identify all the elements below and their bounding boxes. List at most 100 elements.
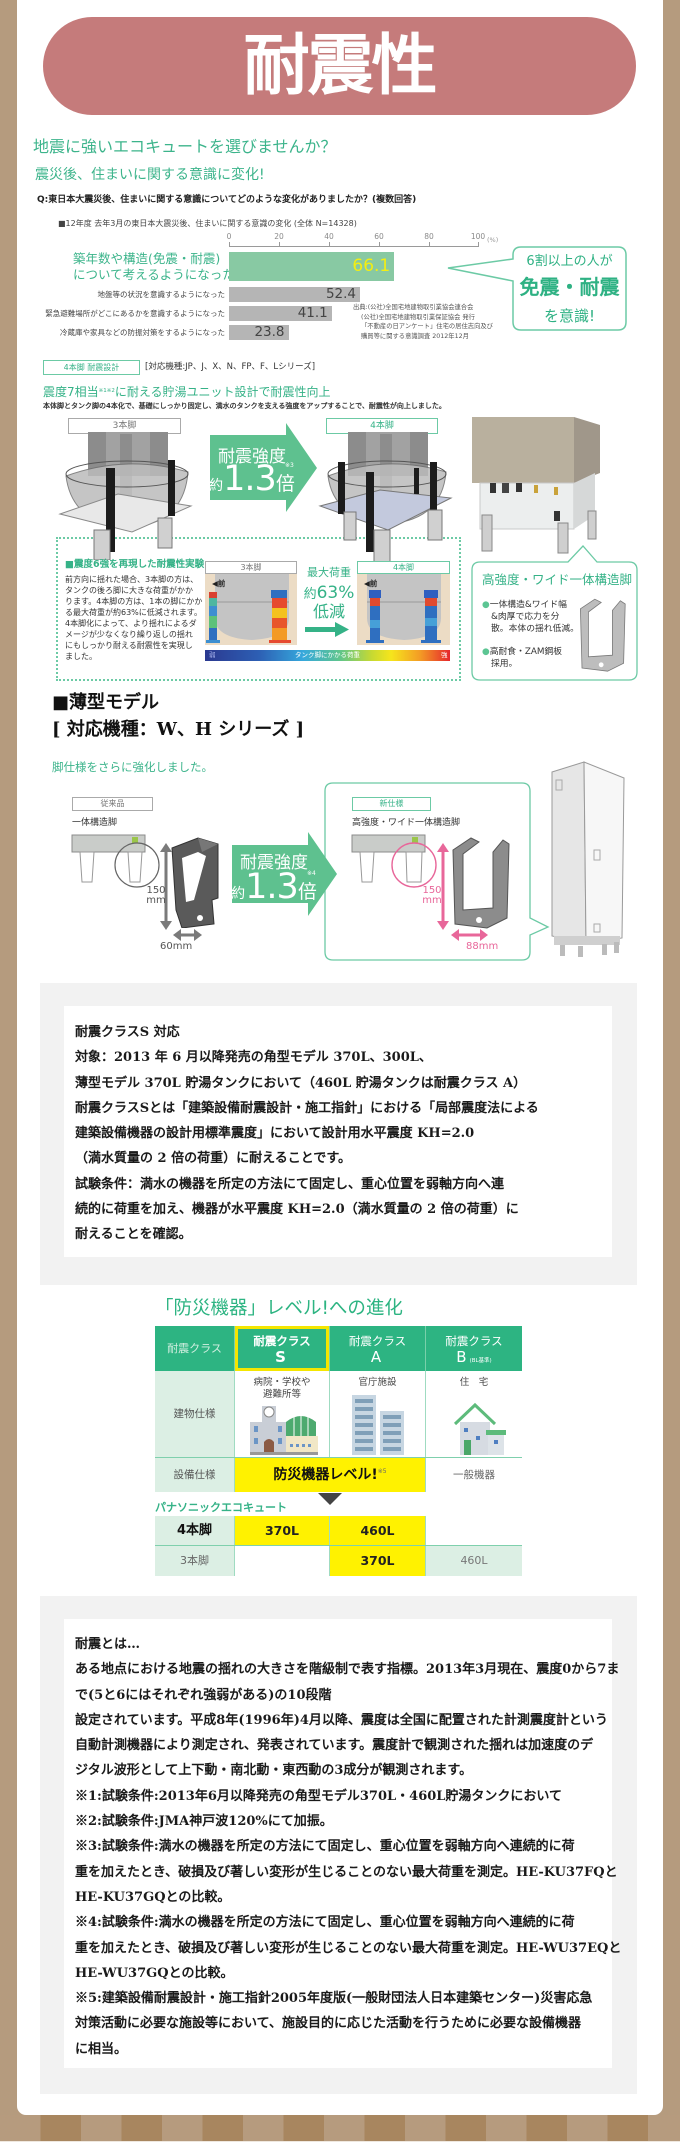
bar-track: 23.8 — [229, 325, 479, 340]
strength-label: 耐震強度 — [218, 447, 286, 467]
bullet-line: &肉厚で応力を分 — [491, 612, 560, 622]
product-cell-b — [425, 1516, 522, 1546]
brand-label: パナソニックエコキュート — [155, 1501, 287, 1514]
leg-callout-bullet: ●一体構造&ワイド幅 &肉厚で応力を分 散。本体の揺れ低減。 — [482, 599, 579, 635]
building-type-line: 病院・学校や — [253, 1377, 311, 1388]
bar-value: 23.8 — [254, 324, 285, 340]
note-line: ※3:試験条件:満水の機器を所定の方法にて固定し、重心位置を弱軸方向へ連続的に荷 — [75, 1839, 575, 1855]
row-label-four-legs: 4本脚 — [155, 1516, 234, 1546]
strength-suffix: 倍 — [275, 473, 295, 495]
header-line: 耐震クラス — [253, 1334, 311, 1348]
class-letter: S — [275, 1348, 286, 1366]
tank-three-legs-illustration — [58, 432, 193, 560]
table-header-row-label: 耐震クラス — [155, 1326, 234, 1371]
school-hospital-icon — [250, 1406, 318, 1455]
bullet-line: ●一体構造&ワイド幅 — [482, 599, 579, 611]
sim-label-three-legs: 3本脚 — [205, 561, 297, 574]
source-line: 「不動産の日アンケート」住宅の居住志向及び — [361, 323, 493, 331]
x-tick-mark — [279, 242, 280, 247]
x-tick-mark — [478, 242, 479, 247]
notes-panel — [64, 1619, 612, 2068]
conventional-height-label: 150 mm — [146, 886, 166, 906]
x-axis-unit: (%) — [487, 236, 499, 244]
building-type-line: 避難所等 — [262, 1388, 301, 1400]
row-label-three-legs: 3本脚 — [155, 1546, 234, 1576]
note-line: 重を加えたとき、破損及び著しい変形が生じることのない最大荷重を測定。HE-WU3… — [75, 1940, 622, 1956]
dimension-value: 150 — [146, 885, 166, 896]
notice-line: 建築設備機器の設計用標準震度」において設計用水平震度 KH=2.0 — [75, 1126, 475, 1142]
office-building-icon — [352, 1395, 404, 1455]
bar-label: 地盤等の状況を意識するようになった — [97, 290, 226, 299]
header-class: B(BL基準) — [426, 1348, 522, 1370]
product-cell-b: 460L — [425, 1546, 522, 1576]
bullet-dot-icon: ● — [482, 647, 490, 657]
bar-track: 52.4 — [229, 287, 479, 302]
leg-callout-bullet: ●高耐食・ZAM鋼板 採用。 — [482, 646, 562, 670]
strength-prefix: 約 — [209, 478, 224, 494]
front-direction-marker: ◀前 — [364, 579, 378, 588]
x-tick-label: 100 — [470, 232, 486, 241]
text-line: にもしっかり耐える耐震性を実現し — [65, 641, 193, 650]
bar: 52.4 — [229, 287, 360, 302]
bar-label-highlight: 築年数や構造(免震・耐震) について考えるようになった — [73, 251, 235, 283]
intro-subheading: 震災後、住まいに関する意識に変化! — [35, 167, 265, 183]
note-line: 重を加えたとき、破損及び著しい変形が生じることのない最大荷重を測定。HE-KU3… — [75, 1864, 618, 1880]
row-label-building: 建物仕様 — [155, 1371, 234, 1458]
notice-line: （満水質量の 2 倍の荷重）に耐えることです。 — [75, 1151, 352, 1167]
table-header-class-b: 耐震クラス B(BL基準) — [425, 1326, 522, 1371]
bar-track: 41.1 — [229, 306, 479, 321]
scale-strong-label: 強 — [441, 651, 448, 659]
class-note: (BL基準) — [469, 1358, 492, 1364]
thin-model-subheading: 脚仕様をさらに強化しました。 — [52, 760, 213, 774]
x-tick-label: 80 — [424, 232, 434, 241]
conventional-leg-bracket — [171, 837, 219, 928]
callout-emphasis: 免震・耐震 — [519, 275, 620, 299]
header-class: A — [330, 1348, 425, 1370]
note-line: ※2:試験条件:JMA神戸波120%にて加振。 — [75, 1814, 333, 1830]
bullet-line: ●高耐食・ZAM鋼板 — [482, 646, 562, 658]
result-label: 最大荷重 — [307, 566, 351, 579]
strength-prefix: 約 — [231, 886, 246, 902]
thin-model-supported-models: [ 対応機種：W、H シリーズ ] — [52, 719, 305, 740]
scale-weak-label: 弱 — [209, 651, 216, 659]
speech-bubble-shape — [447, 246, 627, 331]
source-line: (公社)全国宅地建物取引業保証協会 発行 — [361, 313, 475, 321]
x-axis-line — [229, 246, 479, 247]
triangle-down-icon — [318, 1493, 342, 1505]
bar-label: 冷蔵庫や家具などの防振対策をするようになった — [60, 328, 225, 337]
section-tag: 4本脚 耐震設計 — [43, 360, 140, 375]
headline-text: に耐える貯湯ユニット設計で耐震性向上 — [114, 385, 331, 399]
dimension-value: 150 — [422, 885, 442, 896]
new-unit-side-view — [351, 834, 437, 888]
notice-line: 続的に荷重を加え、機器が水平震度 KH=2.0（満水質量の 2 倍の荷重）に — [75, 1202, 519, 1218]
chart-source: 出典:(公社)全国宅地建物取引業協会連合会 (公社)全国宅地建物取引業保証協会 … — [353, 303, 493, 341]
bottom-checker-band — [0, 2115, 680, 2141]
new-leg-name: 高強度・ワイド一体構造脚 — [352, 818, 461, 828]
supported-models: [対応機種:JP、J、X、N、FP、F、Lシリーズ] — [145, 362, 316, 372]
conventional-tag: 従来品 — [72, 797, 153, 811]
strength-label: 耐震強度 — [240, 853, 308, 873]
bar-label-line: について考えるようになった — [73, 267, 235, 282]
table-row-divider — [155, 1457, 522, 1459]
bullet-text: 一体構造&ワイド幅 — [489, 600, 567, 610]
table-header-class-a: 耐震クラス A — [329, 1326, 425, 1371]
new-spec-bubble — [324, 782, 550, 961]
intro-heading: 地震に強いエコキュートを選びませんか？ — [33, 137, 337, 156]
section-description: 本体脚とタンク脚の4本化で、基礎にしっかり固定し、満水のタンクを支える強度をアッ… — [43, 402, 446, 410]
text-line: ります。4本脚の方は、1本の脚にかか — [65, 597, 203, 606]
result-label: 低減 — [312, 602, 345, 621]
bar: 23.8 — [229, 325, 289, 340]
note-line: ※5:建築設備耐震設計・施工指針2005年度版(一般財団法人日本建築センター)災… — [75, 1991, 593, 2007]
bar: 41.1 — [229, 306, 332, 321]
note-line: 自動計測機器により測定され、発表されています。震度計で観測された揺れは加速度のデ — [75, 1738, 594, 1754]
strength-number: 1.3 — [223, 459, 277, 499]
text-line: タンクの後ろ脚に大きな荷重がかか — [65, 586, 193, 595]
scale-title: タンク脚にかかる荷重 — [295, 651, 360, 659]
bullet-line: 散。本体の揺れ低減。 — [491, 624, 579, 634]
note-line: ※1:試験条件:2013年6月以降発売の角型モデル370L・460L貯湯タンクに… — [75, 1788, 563, 1804]
survey-question: Q:東日本大震災後、住まいに関する意識についてどのような変化がありましたか？(複… — [37, 195, 417, 205]
strength-suffix: 倍 — [297, 881, 317, 903]
class-s-notice-text: 耐震クラスS 対応 対象：2013 年 6 月以降発売の角型モデル 370L、3… — [75, 1020, 539, 1248]
